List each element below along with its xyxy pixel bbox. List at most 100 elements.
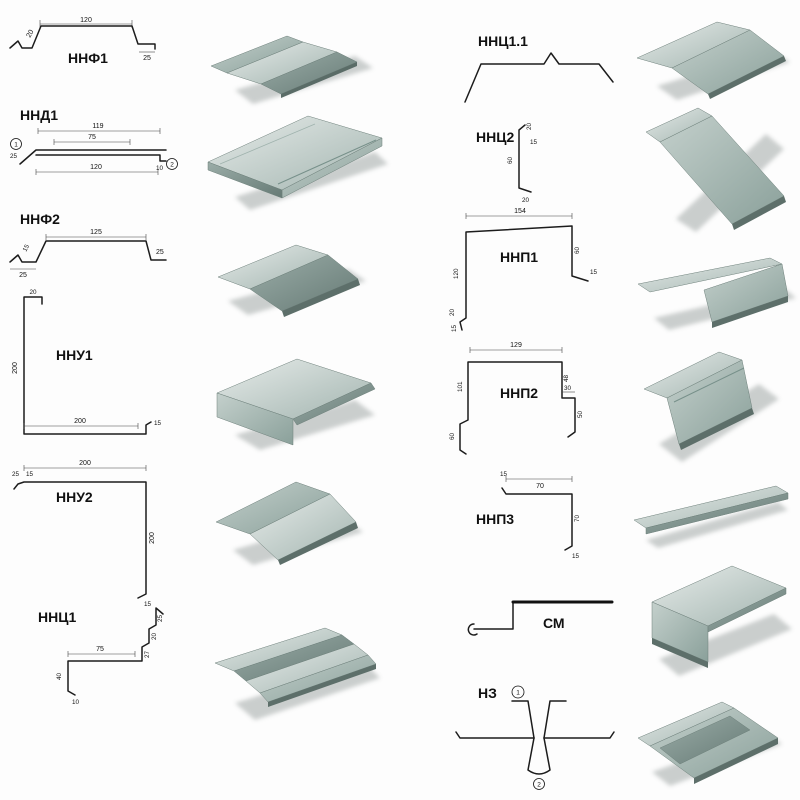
label-nnp1: ННП1 <box>500 249 538 265</box>
dim-nnf1-top: 120 <box>80 17 92 24</box>
render-nnp1-edge <box>712 296 788 328</box>
profile-nz-wing-right <box>543 731 615 739</box>
dim-nnp3-70v: 70 <box>574 514 581 522</box>
profile-nnu2-shape <box>13 481 147 599</box>
mark-nz-1: 1 <box>516 690 520 697</box>
drawing-nnp1: 154 120 60 15 20 15 ННП1 <box>449 208 598 332</box>
profile-nnc1-shape <box>67 607 164 696</box>
render-nz-channel <box>659 715 751 765</box>
profile-cm-curl <box>467 623 478 636</box>
render-nnc11-edge <box>708 56 786 99</box>
dim-nnf1-right: 25 <box>143 55 151 62</box>
drawing-nnf2: ННФ2 125 15 25 25 <box>9 211 167 279</box>
dim-nnf2-15: 15 <box>22 243 32 253</box>
label-nnc2: ННЦ2 <box>476 129 514 145</box>
drawing-cm: СМ <box>467 600 614 636</box>
profile-nnd1-shape <box>19 149 167 165</box>
profile-nnp3-shape <box>501 487 573 551</box>
dim-nnu2-15: 15 <box>26 471 34 478</box>
dim-nnu2-25: 25 <box>12 471 20 478</box>
profile-nnc2-shape <box>518 124 532 193</box>
drawing-nnp3: 15 70 70 15 ННП3 <box>476 471 581 560</box>
label-nnp2: ННП2 <box>500 385 538 401</box>
render-cm <box>651 565 792 676</box>
dim-nnf2-top: 125 <box>90 229 102 236</box>
label-nnc11: ННЦ1.1 <box>478 33 528 49</box>
render-nnu2-edge <box>278 522 358 565</box>
render-nnd1-left <box>207 161 283 199</box>
render-nnc1 <box>214 627 380 720</box>
dim-nnc2-60: 60 <box>507 156 514 164</box>
dim-nnc2-15: 15 <box>530 139 538 146</box>
dim-nnd1-120: 120 <box>90 164 102 171</box>
dim-nnc1-25: 25 <box>157 614 164 622</box>
render-nnc2-edge <box>732 196 786 230</box>
label-nnu1: ННУ1 <box>56 347 93 363</box>
drawing-nnu2: 200 25 15 200 15 ННУ2 <box>12 460 156 608</box>
dim-nnp2-left: 101 <box>457 381 464 392</box>
dim-nnc1-20: 20 <box>151 632 158 640</box>
label-cm: СМ <box>543 615 565 631</box>
drawing-nnc2: ННЦ2 20 15 60 20 <box>476 122 538 204</box>
drawing-nnf1: 120 20 25 ННФ1 <box>9 17 156 66</box>
render-nnp2-edge <box>679 408 754 450</box>
render-nnp1 <box>637 257 796 330</box>
dim-nnf1-slope: 20 <box>26 29 36 39</box>
render-nnf2 <box>217 244 366 317</box>
mark-nnd1-1: 1 <box>14 142 18 149</box>
render-nnp2-seam <box>673 367 745 403</box>
label-nnd1: ННД1 <box>20 107 58 123</box>
mark-nnd1-2: 2 <box>170 162 174 169</box>
profile-nz-wing-left <box>455 731 535 739</box>
profile-nz-mouth-left <box>511 700 535 739</box>
dim-nnu2-vert: 200 <box>149 532 156 544</box>
profile-nnu1-shape <box>23 296 152 435</box>
render-nnp3-lip <box>645 492 789 535</box>
render-nnu1-edge <box>292 382 376 426</box>
label-nnf2: ННФ2 <box>20 211 60 227</box>
label-nnc1: ННЦ1 <box>38 609 76 625</box>
render-nnu2 <box>215 481 363 565</box>
dim-nnp2-30: 30 <box>564 385 572 392</box>
dim-nnp3-15b: 15 <box>572 553 580 560</box>
dim-nnp3-15t: 15 <box>500 471 508 478</box>
drawing-nnc11: ННЦ1.1 <box>464 33 614 103</box>
profile-nnp2-shape <box>459 361 576 455</box>
label-nnu2: ННУ2 <box>56 489 93 505</box>
render-nz-edge <box>694 738 778 784</box>
render-nnp2 <box>643 351 779 462</box>
dim-nnp1-60: 60 <box>574 246 581 254</box>
dim-nnc1-40: 40 <box>56 672 63 680</box>
label-nz: НЗ <box>478 685 497 701</box>
render-nnd1-seam2 <box>219 123 316 165</box>
dim-nnf2-25l: 25 <box>19 272 27 279</box>
dim-nnp2-60: 60 <box>449 432 456 440</box>
drawing-nz: НЗ 1 2 <box>455 685 615 790</box>
dim-nnc2-20b: 20 <box>522 197 530 204</box>
label-nnf1: ННФ1 <box>68 50 108 66</box>
render-nnf1-edge <box>281 62 357 98</box>
dim-nnu1-horiz: 200 <box>74 418 86 425</box>
render-nnu1 <box>216 358 376 450</box>
render-nnc11 <box>636 21 790 100</box>
dim-nnf2-25r: 25 <box>156 249 164 256</box>
dim-nnp1-15b: 15 <box>451 324 458 332</box>
drawing-nnd1: ННД1 119 75 120 25 10 1 2 <box>10 107 178 175</box>
dim-nnu1-end: 15 <box>154 420 162 427</box>
render-cm-right <box>707 587 787 633</box>
render-nnc1-edge <box>268 664 376 707</box>
dim-nnc1-10: 10 <box>72 699 80 706</box>
dim-nnp2-50: 50 <box>577 410 584 418</box>
dim-nnp1-20b: 20 <box>449 308 456 316</box>
render-nnd1 <box>207 115 388 210</box>
render-nnp3-shadow <box>646 502 788 548</box>
dim-nnp2-top: 129 <box>510 342 522 349</box>
drawing-nnc1: ННЦ1 25 20 27 75 40 10 <box>38 607 164 706</box>
profile-nnf2-shape <box>9 240 167 263</box>
render-nnu1-shadow <box>235 400 375 450</box>
render-nz <box>637 701 782 786</box>
dim-nnu2-horiz: 200 <box>79 460 91 467</box>
dim-nnp1-left: 120 <box>453 268 460 279</box>
mark-nz-2: 2 <box>537 782 541 789</box>
